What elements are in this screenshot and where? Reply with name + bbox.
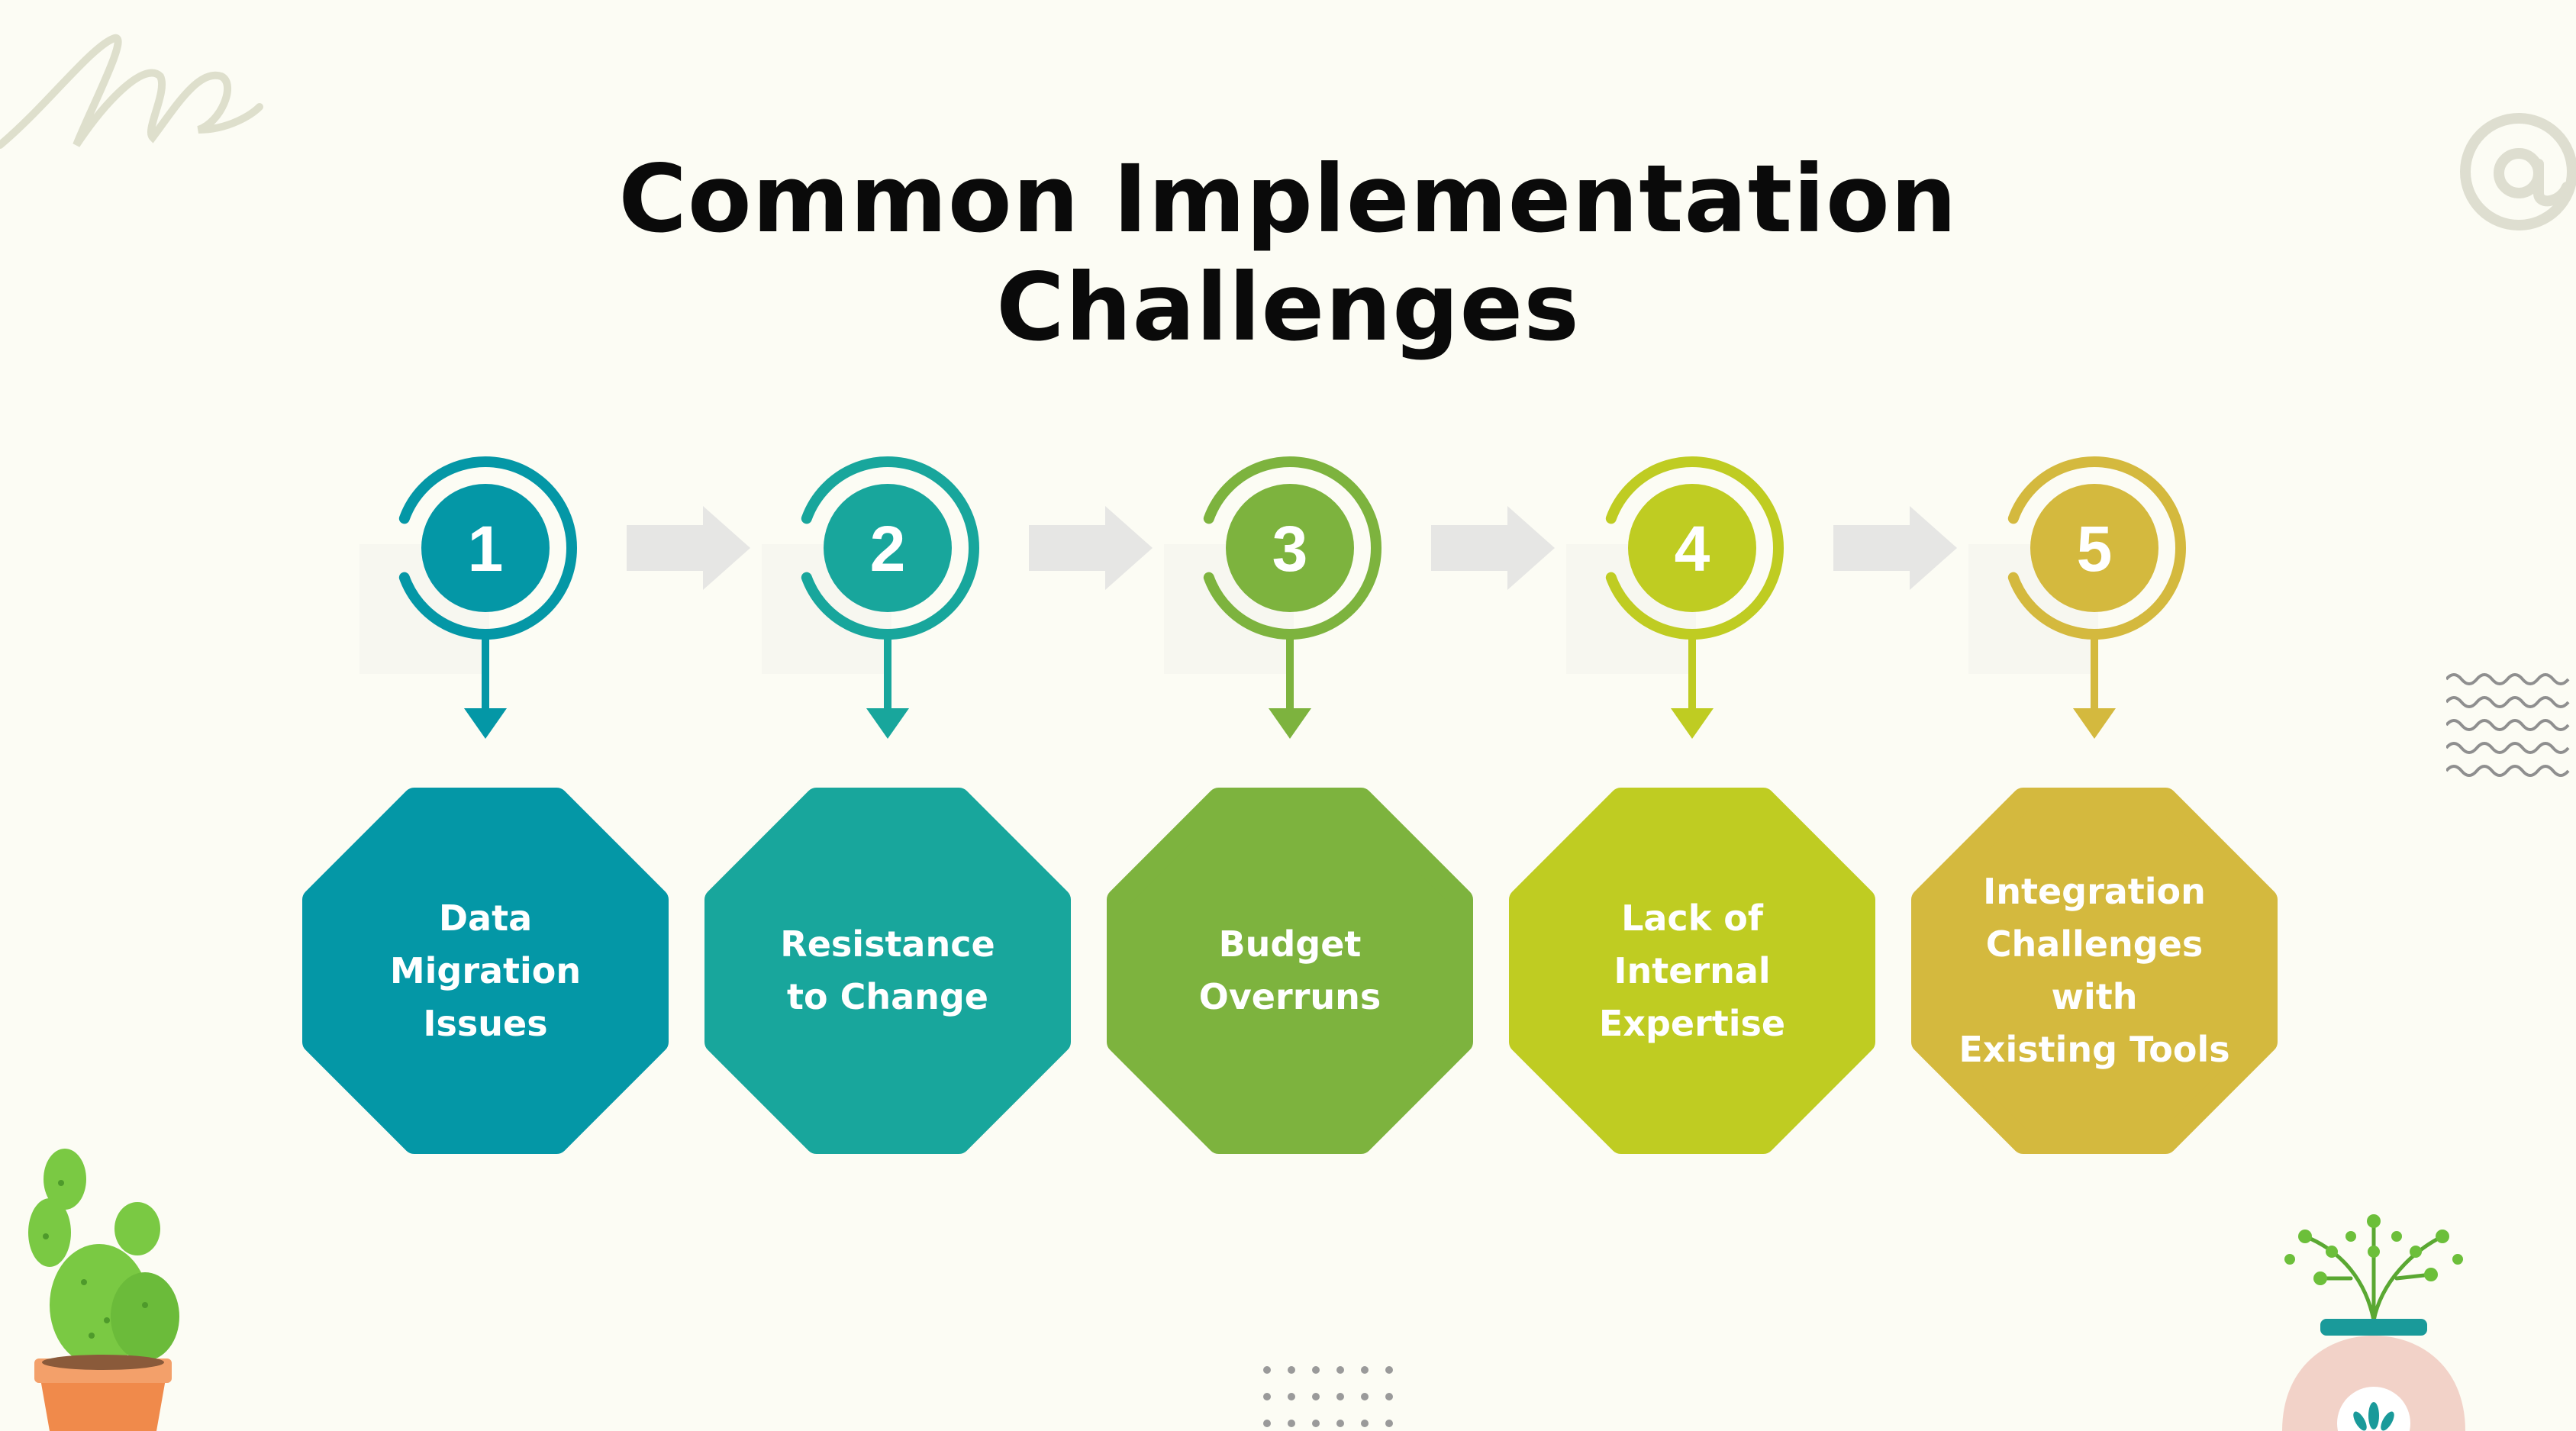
challenge-label-line: to Change <box>786 976 988 1017</box>
step-3: 3 <box>1107 456 1473 1154</box>
step-number: 1 <box>468 513 504 585</box>
step-number: 4 <box>1675 513 1710 585</box>
title-line-2: Challenges <box>996 253 1580 362</box>
challenge-label-line: Lack of Internal <box>1614 897 1771 991</box>
down-arrow-head <box>464 708 507 739</box>
challenge-octagon <box>1509 788 1875 1154</box>
challenge-label-line: Resistance <box>780 923 995 965</box>
step-ring <box>398 456 577 640</box>
step-number-circle <box>421 484 550 612</box>
connector-arrow <box>1833 506 1957 590</box>
down-arrow-head <box>1671 708 1714 739</box>
plant-vase-icon <box>2282 1214 2465 1431</box>
connector-arrow <box>1431 506 1555 590</box>
challenge-octagon <box>704 788 1071 1154</box>
challenge-label-line: Migration <box>389 949 582 991</box>
challenge-octagon <box>1911 788 2278 1154</box>
down-arrow-head <box>2073 708 2116 739</box>
connector-arrow <box>1029 506 1153 590</box>
challenge-label-line: Issues <box>423 1002 548 1044</box>
challenge-label-line: Challenges with <box>1985 923 2204 1017</box>
wave-lines-icon <box>2446 673 2570 777</box>
dot-grid-icon <box>1263 1366 1393 1427</box>
cactus-pot-icon <box>28 1149 179 1431</box>
step-number-circle <box>824 484 952 612</box>
step-number-circle <box>1628 484 1756 612</box>
challenge-octagon <box>1107 788 1473 1154</box>
challenge-octagon <box>302 788 669 1154</box>
step-2: 2 <box>704 456 1071 1154</box>
step-number: 3 <box>1272 513 1308 585</box>
down-arrow-head <box>1269 708 1311 739</box>
step-ring <box>1605 456 1784 640</box>
scribble-icon <box>0 34 263 149</box>
step-number: 2 <box>870 513 906 585</box>
challenge-label-line: Existing Tools <box>1959 1029 2230 1070</box>
step-4: 4 <box>1509 456 1875 1154</box>
challenge-label-line: Expertise <box>1598 1002 1786 1044</box>
challenge-label-line: Integration <box>1983 871 2206 912</box>
step-number-circle <box>1226 484 1354 612</box>
step-ring <box>2007 456 2186 640</box>
challenge-label-line: Data <box>438 897 533 939</box>
challenge-label-line: Overruns <box>1198 976 1381 1017</box>
at-sign-icon <box>2460 113 2576 230</box>
title-line-1: Common Implementation <box>618 145 1958 253</box>
step-number: 5 <box>2077 513 2113 585</box>
step-1: 1 <box>302 456 669 1154</box>
step-5: 5 <box>1911 456 2278 1154</box>
step-ring <box>1203 456 1381 640</box>
down-arrow-head <box>866 708 909 739</box>
step-number-circle <box>2030 484 2158 612</box>
challenge-label-line: Budget <box>1218 923 1362 965</box>
page-title: Common Implementation Challenges <box>0 145 2576 362</box>
step-ring <box>801 456 979 640</box>
challenge-label: Resistance to Change <box>735 856 1040 1085</box>
connector-arrow <box>627 506 750 590</box>
